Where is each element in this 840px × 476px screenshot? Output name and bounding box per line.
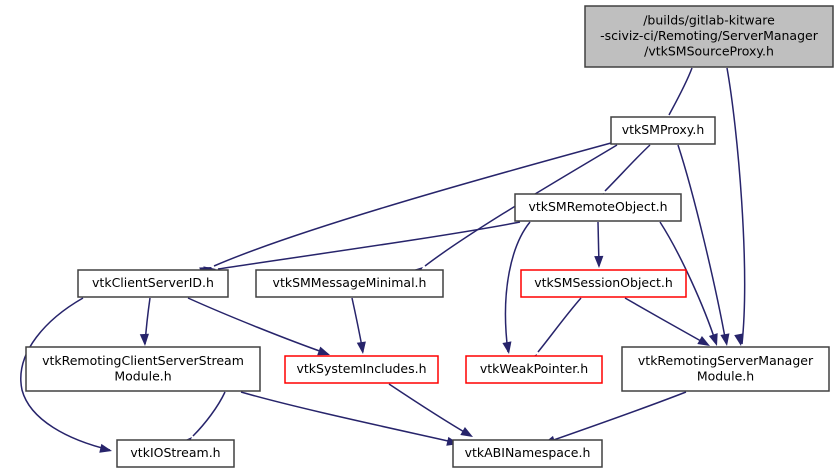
node-box[interactable]: [621, 346, 830, 392]
edges-layer: [20, 67, 746, 453]
node-label: vtkSMProxy.h: [622, 122, 705, 137]
edge-smmessageminimal-to-systemincludes: [351, 297, 366, 354]
node-box[interactable]: [255, 269, 444, 298]
node-label: /builds/gitlab-kitware: [643, 13, 775, 28]
edge-line: [217, 221, 521, 270]
node-systemincludes[interactable]: vtkSystemIncludes.h: [284, 355, 439, 384]
node-box[interactable]: [610, 116, 716, 145]
node-smmessageminimal[interactable]: vtkSMMessageMinimal.h: [255, 269, 444, 298]
node-label: vtkSMMessageMinimal.h: [273, 275, 427, 290]
node-box[interactable]: [452, 439, 603, 468]
arrowhead-icon: [734, 333, 744, 346]
edge-line: [726, 67, 746, 345]
edge-clientserverid-to-systemincludes: [187, 297, 330, 356]
edge-line: [624, 297, 709, 346]
edge-line: [192, 391, 226, 437]
arrowhead-icon: [99, 443, 112, 453]
node-smproxy[interactable]: vtkSMProxy.h: [610, 116, 716, 145]
edge-line: [677, 144, 727, 344]
node-label: vtkWeakPointer.h: [480, 361, 588, 376]
node-box[interactable]: [116, 439, 235, 468]
node-box[interactable]: [25, 346, 261, 392]
edge-line: [388, 383, 472, 437]
node-label: -sciviz-ci/Remoting/ServerManager: [600, 28, 819, 43]
node-clientserverid[interactable]: vtkClientServerID.h: [77, 269, 229, 298]
edge-clientserverid-to-remotingclientserverstream: [139, 297, 151, 346]
arrowhead-icon: [460, 427, 473, 437]
node-label: Module.h: [114, 368, 171, 383]
node-label: vtkIOStream.h: [130, 445, 220, 460]
edge-line: [544, 391, 687, 444]
edge-line: [668, 67, 693, 116]
arrowhead-icon: [697, 336, 710, 346]
arrowhead-icon: [356, 341, 366, 354]
edge-smremoteobject-to-clientserverid: [203, 221, 521, 276]
node-label: vtkABINamespace.h: [465, 445, 591, 460]
node-label: vtkClientServerID.h: [92, 275, 214, 290]
edge-line: [504, 221, 531, 353]
edge-smremoteobject-to-smsessionobject: [594, 221, 604, 268]
node-label: vtkRemotingServerManager: [638, 353, 814, 368]
edge-smremoteobject-to-weakpointer: [502, 221, 531, 354]
edge-remotingclientserverstream-to-abinamespace: [240, 391, 459, 446]
edge-line: [659, 221, 717, 344]
node-iostream[interactable]: vtkIOStream.h: [116, 439, 235, 468]
arrowhead-icon: [139, 333, 149, 346]
edge-clientserverid-to-iostream: [20, 297, 112, 453]
edge-line: [604, 144, 651, 192]
arrowhead-icon: [502, 341, 512, 354]
node-box[interactable]: [584, 5, 834, 68]
node-box[interactable]: [77, 269, 229, 298]
arrowhead-icon: [594, 255, 604, 268]
node-box[interactable]: [520, 269, 687, 298]
edge-smremoteobject-to-remotingservermanager: [659, 221, 718, 346]
node-smsessionobject[interactable]: vtkSMSessionObject.h: [520, 269, 687, 298]
node-label: vtkSMRemoteObject.h: [528, 199, 667, 214]
edge-smproxy-to-remotingservermanager: [677, 144, 730, 346]
node-label: /vtkSMSourceProxy.h: [644, 44, 774, 59]
edge-line: [537, 297, 582, 353]
node-box[interactable]: [465, 355, 603, 384]
edge-smsessionobject-to-remotingservermanager: [624, 297, 710, 346]
node-label: vtkSMSessionObject.h: [534, 275, 673, 290]
nodes-layer: /builds/gitlab-kitware-sciviz-ci/Remotin…: [25, 5, 834, 468]
node-abinamespace[interactable]: vtkABINamespace.h: [452, 439, 603, 468]
edge-line: [187, 297, 329, 355]
node-box[interactable]: [514, 193, 682, 222]
node-label: vtkSystemIncludes.h: [296, 361, 426, 376]
arrowhead-icon: [317, 346, 330, 356]
edge-systemincludes-to-abinamespace: [388, 383, 473, 437]
arrowhead-icon: [720, 333, 730, 346]
edge-line: [20, 297, 111, 451]
node-label: vtkRemotingClientServerStream: [42, 353, 244, 368]
node-label: Module.h: [697, 368, 754, 383]
arrowhead-icon: [708, 333, 718, 346]
node-smremoteobject[interactable]: vtkSMRemoteObject.h: [514, 193, 682, 222]
edge-line: [240, 391, 458, 444]
node-box[interactable]: [284, 355, 439, 384]
node-weakpointer[interactable]: vtkWeakPointer.h: [465, 355, 603, 384]
node-root[interactable]: /builds/gitlab-kitware-sciviz-ci/Remotin…: [584, 5, 834, 68]
edge-root-to-remotingservermanager: [726, 67, 746, 346]
edge-line: [213, 142, 612, 267]
